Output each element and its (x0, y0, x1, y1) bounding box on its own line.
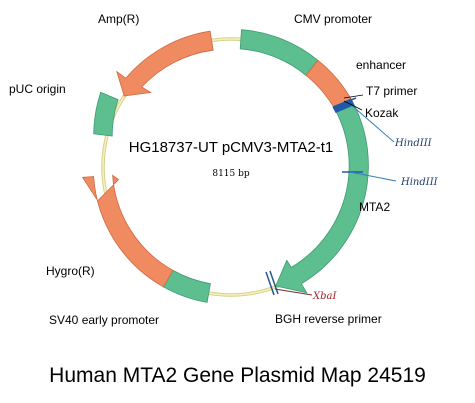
xbai-tick-b (269, 270, 279, 295)
hindiii-label-2: HindIII (400, 177, 439, 188)
xbai-tick-a (265, 271, 275, 296)
figure-caption: Human MTA2 Gene Plasmid Map 24519 (49, 364, 426, 387)
cmv-promoter-label: CMV promoter (294, 12, 372, 26)
plasmid-map: CMV promoter enhancer T7 primer Kozak MT… (9, 12, 439, 327)
sv40-early-promoter-label: SV40 early promoter (49, 313, 159, 327)
puc-origin-arc (93, 91, 119, 137)
amp-label: Amp(R) (98, 12, 139, 26)
kozak-marker (332, 98, 354, 113)
xbai-label: XbaI (312, 291, 337, 302)
bgh-reverse-primer-label: BGH reverse primer (275, 312, 382, 326)
plasmid-name: HG18737-UT pCMV3-MTA2-t1 (129, 139, 334, 156)
xbai-leader (274, 288, 313, 296)
t7-primer-label: T7 primer (366, 84, 417, 98)
mta2-label: MTA2 (359, 200, 390, 214)
hygro-label: Hygro(R) (46, 264, 95, 278)
amp-arrow (116, 30, 214, 97)
cmv-promoter-arc (239, 29, 319, 76)
hindiii-tick-1 (332, 97, 357, 108)
hindiii-label-1: HindIII (394, 138, 433, 149)
t7-primer-leader (343, 94, 364, 99)
hindiii-leader-1 (348, 102, 395, 143)
enhancer-label: enhancer (356, 58, 406, 72)
kozak-label: Kozak (365, 106, 399, 120)
kozak-leader (343, 100, 363, 111)
hygro-arrow (81, 174, 174, 288)
mta2-arrow (275, 100, 369, 294)
puc-origin-label: pUC origin (9, 82, 66, 96)
hindiii-leader-2 (349, 171, 397, 182)
plasmid-size: 8115 bp (212, 169, 250, 179)
